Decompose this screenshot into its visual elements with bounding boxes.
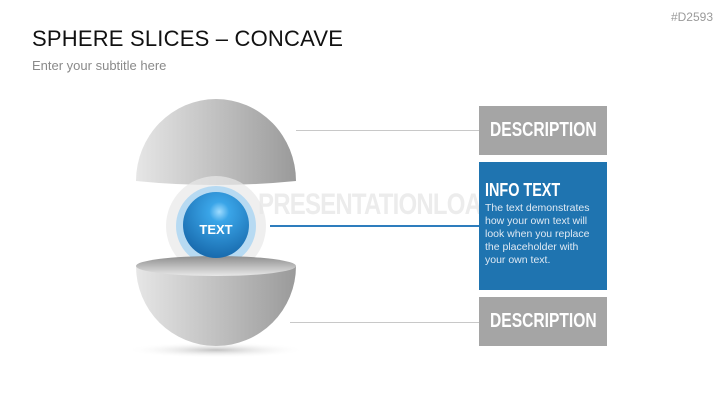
- shadow: [126, 342, 306, 358]
- connector-bottom: [290, 322, 479, 323]
- info-title: INFO TEXT: [485, 180, 561, 200]
- center-sphere: [183, 192, 249, 258]
- connector-top: [296, 130, 479, 131]
- description-box-top[interactable]: DESCRIPTION: [479, 106, 607, 155]
- top-hemisphere: [136, 99, 296, 185]
- info-text-box[interactable]: INFO TEXT The text demonstrates how your…: [479, 162, 607, 290]
- center-label: TEXT: [199, 222, 232, 237]
- connector-middle: [270, 225, 479, 227]
- description-label: DESCRIPTION: [489, 310, 597, 332]
- description-label: DESCRIPTION: [489, 119, 597, 141]
- bottom-hemisphere: [136, 266, 296, 346]
- info-body: The text demonstrates how your own text …: [485, 202, 590, 266]
- page-title[interactable]: SPHERE SLICES – CONCAVE: [32, 26, 344, 51]
- slide-code: #D2593: [670, 10, 713, 24]
- description-box-bottom[interactable]: DESCRIPTION: [479, 297, 607, 346]
- page-subtitle[interactable]: Enter your subtitle here: [32, 58, 167, 73]
- watermark: PRESENTATIONLOAD: [258, 188, 498, 221]
- bowl-interior: [136, 256, 296, 276]
